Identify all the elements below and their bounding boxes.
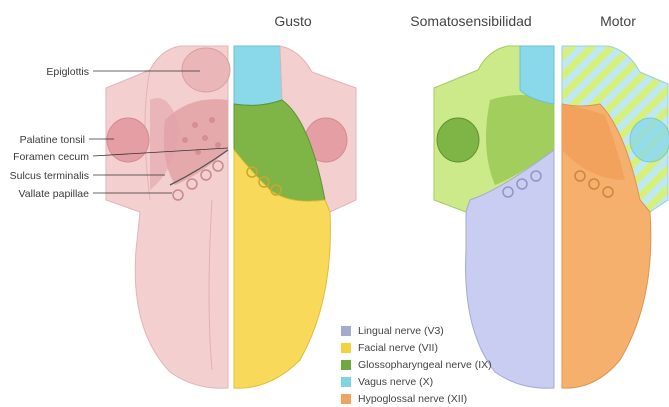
label-palatine-tonsil: Palatine tonsil [20,134,85,146]
left-tongue [106,46,356,388]
nerve-legend: Lingual nerve (V3) Facial nerve (VII) Gl… [341,322,492,407]
legend-swatch [341,343,351,353]
gusto-vagus-region [234,46,282,105]
label-foramen-cecum: Foramen cecum [13,151,89,163]
legend-label: Vagus nerve (X) [358,376,433,388]
label-sulcus-terminalis: Sulcus terminalis [10,170,89,182]
legend-item-facial: Facial nerve (VII) [341,339,492,356]
legend-label: Lingual nerve (V3) [358,325,444,337]
header-motor: Motor [600,13,636,29]
legend-label: Facial nerve (VII) [358,342,438,354]
legend-swatch [341,394,351,404]
palatine-tonsil-shape [107,118,149,162]
label-vallate-papillae: Vallate papillae [19,188,90,200]
legend-item-glossopharyngeal: Glossopharyngeal nerve (IX) [341,356,492,373]
legend-item-hypoglossal: Hypoglossal nerve (XII) [341,390,492,407]
epiglottis-shape [182,48,230,92]
legend-swatch [341,377,351,387]
legend-item-vagus: Vagus nerve (X) [341,373,492,390]
legend-label: Glossopharyngeal nerve (IX) [358,359,492,371]
legend-item-lingual: Lingual nerve (V3) [341,322,492,339]
legend-swatch [341,326,351,336]
header-gusto: Gusto [274,13,312,29]
label-epiglottis: Epiglottis [46,66,89,78]
legend-label: Hypoglossal nerve (XII) [358,393,467,405]
legend-swatch [341,360,351,370]
header-somatosensibilidad: Somatosensibilidad [410,13,531,29]
